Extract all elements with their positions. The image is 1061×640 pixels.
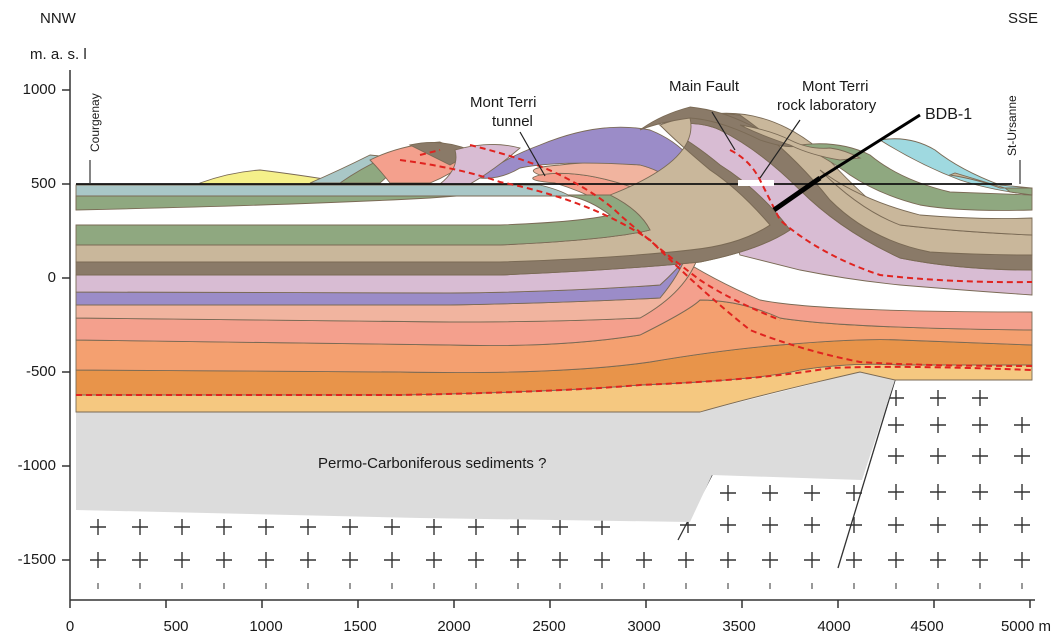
- layer-upper-brown: [819, 169, 1033, 236]
- x-tick-3500: 3500: [722, 618, 756, 635]
- y-tick-1000: 1000: [22, 81, 56, 98]
- borehole-bdb1-leader: [819, 113, 921, 180]
- label-permo-carboniferous: Permo-Carboniferous sediments ?: [318, 455, 547, 472]
- y-tick-minus1000: -1000: [17, 457, 56, 474]
- y-tick-minus500: -500: [25, 363, 56, 380]
- x-tick-1000: 1000: [249, 618, 283, 635]
- y-axis-ticks: [62, 89, 70, 561]
- borehole-bdb1: [772, 175, 822, 213]
- permo-carboniferous-body: [76, 372, 895, 522]
- x-tick-500: 500: [163, 618, 189, 635]
- x-tick-1500: 1500: [343, 618, 377, 635]
- x-tick-4000: 4000: [817, 618, 851, 635]
- x-tick-2000: 2000: [437, 618, 471, 635]
- topography: [199, 106, 1033, 196]
- label-leaders: [519, 111, 801, 179]
- layer-upper-olive: [798, 143, 1033, 211]
- x-tick-4500: 4500: [910, 618, 944, 635]
- x-axis-ticks: [69, 600, 1031, 608]
- y-tick-0: 0: [47, 269, 56, 286]
- basement-dashes: [97, 583, 1023, 589]
- strata: [75, 112, 1033, 413]
- label-borehole-bdb1: BDB-1: [925, 106, 973, 123]
- y-tick-minus1500: -1500: [17, 551, 56, 568]
- x-tick-5000: 5000 m: [1000, 618, 1052, 635]
- label-tunnel-line1: Mont Terri: [470, 94, 537, 111]
- direction-left: NNW: [40, 10, 76, 27]
- village-markers: [89, 160, 1021, 184]
- x-tick-2500: 2500: [532, 618, 566, 635]
- direction-right: SSE: [1008, 10, 1039, 27]
- y-axis-unit-label: m. a. s. l: [30, 46, 87, 63]
- place-courgenay: Courgenay: [88, 93, 102, 152]
- basement-crosses: [90, 390, 1030, 568]
- label-lab-line1: Mont Terri: [802, 78, 869, 95]
- label-main-fault: Main Fault: [669, 78, 740, 95]
- label-tunnel-line2: tunnel: [492, 113, 533, 130]
- place-st-ursanne: St-Ursanne: [1005, 95, 1019, 156]
- layer-tan: [75, 112, 1033, 263]
- x-tick-0: 0: [65, 618, 75, 635]
- laboratory-marker: [738, 180, 774, 186]
- label-lab-line2: rock laboratory: [777, 97, 877, 114]
- x-tick-3000: 3000: [627, 618, 661, 635]
- y-tick-500: 500: [30, 175, 56, 192]
- layer-olive: [75, 194, 651, 246]
- layer-grey-green: [75, 184, 572, 210]
